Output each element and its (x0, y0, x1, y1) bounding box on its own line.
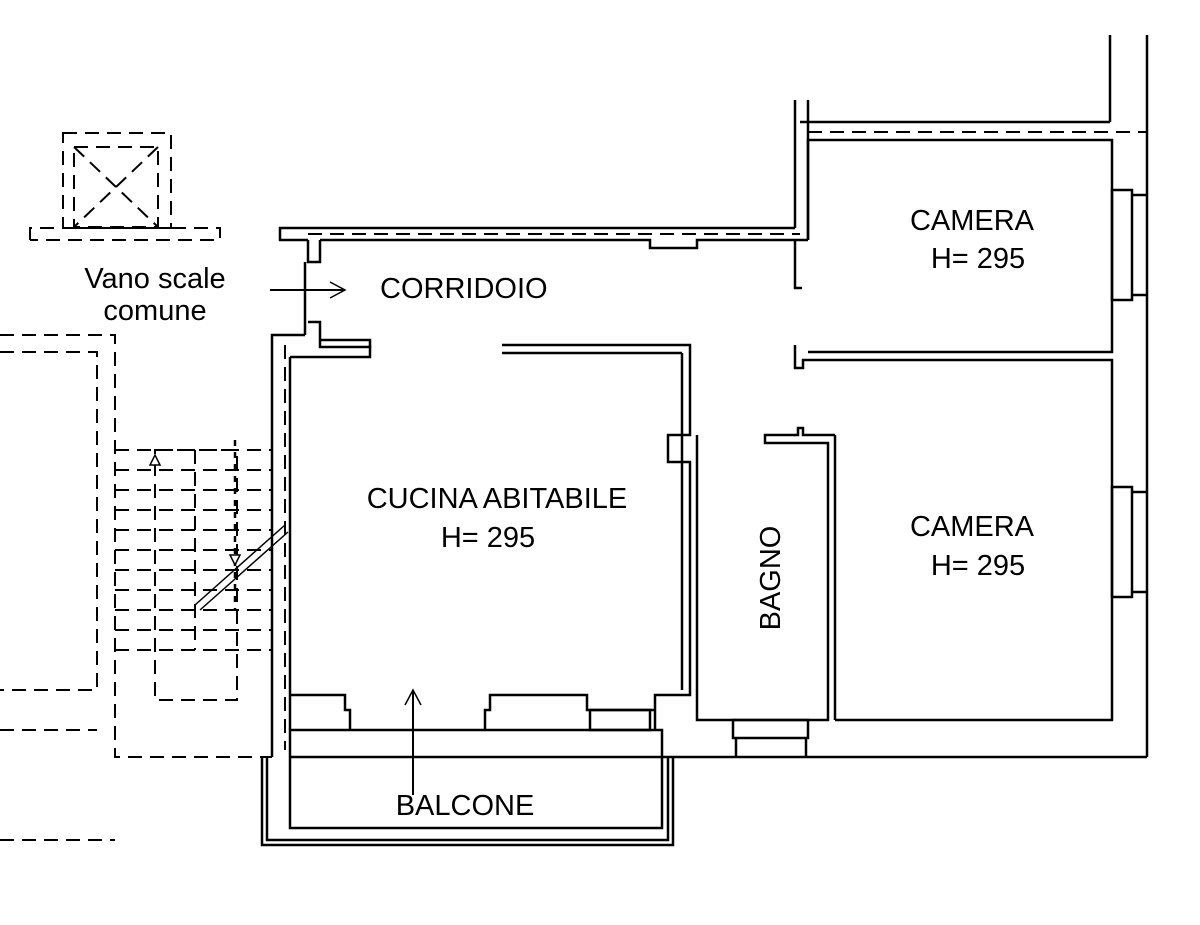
balcony-outline (260, 728, 675, 847)
bedroom-walls (793, 138, 1147, 722)
label-corridor: CORRIDOIO (380, 273, 548, 305)
label-kitchen-name: CUCINA ABITABILE (367, 483, 628, 515)
balcony-arrow (404, 688, 422, 795)
label-bathroom: BAGNO (755, 526, 787, 631)
common-stairwell (0, 132, 289, 841)
label-stair-line1: Vano scale (84, 263, 225, 295)
label-bedroom2-height: H= 295 (931, 550, 1025, 582)
label-kitchen-height: H= 295 (441, 522, 535, 554)
exterior-walls (270, 35, 1149, 759)
label-balcony: BALCONE (396, 790, 535, 822)
entry-arrow (270, 281, 347, 299)
label-stair-line2: comune (103, 295, 206, 327)
label-bedroom1-height: H= 295 (931, 243, 1025, 275)
bathroom-walls (695, 426, 837, 757)
label-bedroom1-name: CAMERA (910, 205, 1035, 237)
kitchen-walls (290, 343, 692, 732)
label-bedroom2-name: CAMERA (910, 511, 1035, 543)
